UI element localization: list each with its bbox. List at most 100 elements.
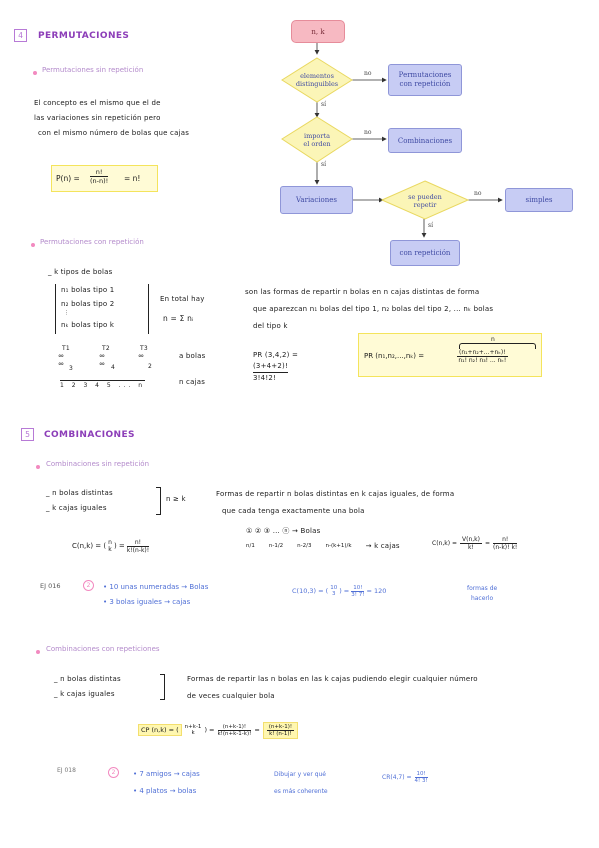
formula-cp: CP (n,k) = ( n+k-1 k ) = (n+k-1)! k!(n+k… xyxy=(138,717,299,743)
flow-start-node: n, k xyxy=(291,20,345,43)
binomial-top: n xyxy=(108,539,112,546)
numerator: (n+k-1)! xyxy=(217,724,252,731)
type-count: 2 xyxy=(148,363,153,370)
ej16-number: 2 xyxy=(83,580,94,591)
overbrace xyxy=(459,343,536,349)
decision-text: elementos xyxy=(300,72,334,80)
numerator: n! xyxy=(90,168,109,177)
decision-text: el orden xyxy=(303,140,331,148)
formula-c-n-k: C(n,k) = ( n k ) = n! k!(n-k)! xyxy=(72,536,150,556)
comb-rep-conditions: _ n bolas distintas _ k cajas iguales xyxy=(54,672,121,702)
equals: = xyxy=(254,726,260,734)
subheading-perm-sin-rep: Permutaciones sin repetición xyxy=(42,66,144,74)
text-line: que aparezcan n₁ bolas del tipo 1, n₂ bo… xyxy=(253,305,494,313)
ej18-item: • 4 platos → bolas xyxy=(133,787,197,795)
flow-node-con-repeticion: con repetición xyxy=(390,240,460,266)
text-line: Formas de repartir n bolas distintas en … xyxy=(216,490,455,498)
slot-fraction: n-2/3 xyxy=(297,543,312,549)
text-line: _ n bolas distintas xyxy=(46,489,113,497)
fraction: (n₁+n₂+...+nₖ)! n₁! n₂! n₃! ... nₖ! xyxy=(457,349,508,364)
flow-node-combinaciones: Combinaciones xyxy=(388,128,462,153)
flow-node-simples: simples xyxy=(505,188,573,212)
binomial-bottom: 3 xyxy=(331,591,336,597)
slot-fraction: n-1/2 xyxy=(268,543,284,549)
overbrace-label: n xyxy=(491,336,495,343)
type-count: 4 xyxy=(111,364,116,371)
ej16-label: EJ 016 xyxy=(40,582,61,590)
section-4-title: PERMUTACIONES xyxy=(38,31,130,41)
formula-c-from-v: C(n,k) = V(n,k) k! = n! (n-k)! k! xyxy=(432,535,518,551)
binomial-top: n+k-1 xyxy=(184,724,202,730)
formula-lhs: P(n) = xyxy=(56,174,80,183)
k-cajas-label: → k cajas xyxy=(365,542,400,550)
subheading-comb-sin-rep: Combinaciones sin repetición xyxy=(46,460,150,468)
denominator: 3! 7! xyxy=(351,591,365,598)
text-line: del tipo k xyxy=(253,322,288,330)
ej18-items: • 7 amigos → cajas • 4 platos → bolas xyxy=(133,766,200,800)
edge-label-si: sí xyxy=(428,222,433,229)
ej18-number: 2 xyxy=(108,767,119,778)
perm-sin-rep-text: El concepto es el mismo que el de las va… xyxy=(34,96,189,141)
formula-lhs: CP (n,k) = ( xyxy=(138,724,182,736)
numerator: 10! xyxy=(351,584,365,592)
formula-lhs: C(n,k) = xyxy=(432,539,457,547)
n-ge-k: n ≥ k xyxy=(166,495,186,503)
text-line: PR (3,4,2) = xyxy=(253,351,299,359)
text-line: (3+4+2)! xyxy=(253,361,288,373)
ej16-unit: formas de hacerlo xyxy=(467,584,497,604)
denominator: n₁! n₂! n₃! ... nₖ! xyxy=(458,357,507,364)
brace xyxy=(160,674,165,700)
numerator: 10! xyxy=(414,770,428,778)
formula-p-n: P(n) = n! (n-n)! = n! xyxy=(51,165,158,192)
text-line: _ k cajas iguales xyxy=(46,504,107,512)
pr-example: PR (3,4,2) = (3+4+2)! 3!4!2! xyxy=(253,350,298,384)
binomial-top: 10 xyxy=(330,585,338,591)
balls-row: ① ② ③ ... ⓝ → Bolas xyxy=(246,527,321,535)
a-bolas-label: a bolas xyxy=(179,352,206,360)
node-text: con repetición xyxy=(399,80,451,88)
note-line: es más coherente xyxy=(274,788,328,795)
bullet xyxy=(31,243,35,247)
numerator: n! xyxy=(126,539,150,547)
section-5-title: COMBINACIONES xyxy=(44,430,135,440)
binomial-bottom: k xyxy=(191,730,195,736)
numerator: n! xyxy=(493,536,518,544)
decision-text: importa xyxy=(304,132,330,140)
flow-node-variaciones: Variaciones xyxy=(280,186,353,214)
denominator: k! xyxy=(468,543,474,551)
text-line: con el mismo número de bolas que cajas xyxy=(38,129,190,137)
subheading-comb-con-rep: Combinaciones con repeticiones xyxy=(46,645,160,653)
result: = 120 xyxy=(366,587,387,595)
numerator: V(n,k) xyxy=(460,535,482,544)
binomial: n+k-1 k xyxy=(185,724,202,736)
item-text: 4 platos → bolas xyxy=(139,787,197,795)
type-label: T2 xyxy=(102,345,110,352)
fraction: n! (n-n)! xyxy=(90,168,109,185)
ej16-items: • 10 unas numeradas → Bolas • 3 bolas ig… xyxy=(103,580,208,610)
formula-lhs: C(10,3) = ( xyxy=(292,587,329,595)
tipo-row: n₁ bolas tipo 1 xyxy=(61,286,115,294)
numerator: (n₁+n₂+...+nₖ)! xyxy=(457,349,508,357)
binomial-bottom: k xyxy=(108,546,112,553)
subheading-perm-con-rep: Permutaciones con repetición xyxy=(40,238,144,246)
decision-text: repetir xyxy=(413,201,437,209)
numerator: (n+k-1)! xyxy=(266,723,295,731)
formula-mid: ) = xyxy=(113,542,125,550)
fraction-highlighted: (n+k-1)! k! (n-1)! xyxy=(262,721,299,739)
denominator: (n-n)! xyxy=(90,177,109,185)
note-line: Dibujar y ver qué xyxy=(274,771,326,778)
bullet xyxy=(36,465,40,469)
type-count: 3 xyxy=(69,365,74,372)
ej16-item: • 3 bolas iguales → cajas xyxy=(103,598,191,606)
binomial: n k xyxy=(108,539,112,553)
flow-decision-distinguibles: elementos distinguibles xyxy=(285,68,349,92)
ej18-item: • 7 amigos → cajas xyxy=(133,770,200,778)
formula-lhs: C(n,k) = ( xyxy=(72,542,107,550)
slots-row: 1 2 3 4 5 ... n xyxy=(60,380,146,389)
edge-label-si: sí xyxy=(321,101,326,108)
formula-rhs: = n! xyxy=(124,174,141,183)
ej18-note: Dibujar y ver qué es más coherente xyxy=(274,766,328,800)
tipo-row: ⋮ xyxy=(64,310,70,316)
ej18-label: EJ 018 xyxy=(57,767,76,774)
unit-line: hacerlo xyxy=(470,595,494,602)
